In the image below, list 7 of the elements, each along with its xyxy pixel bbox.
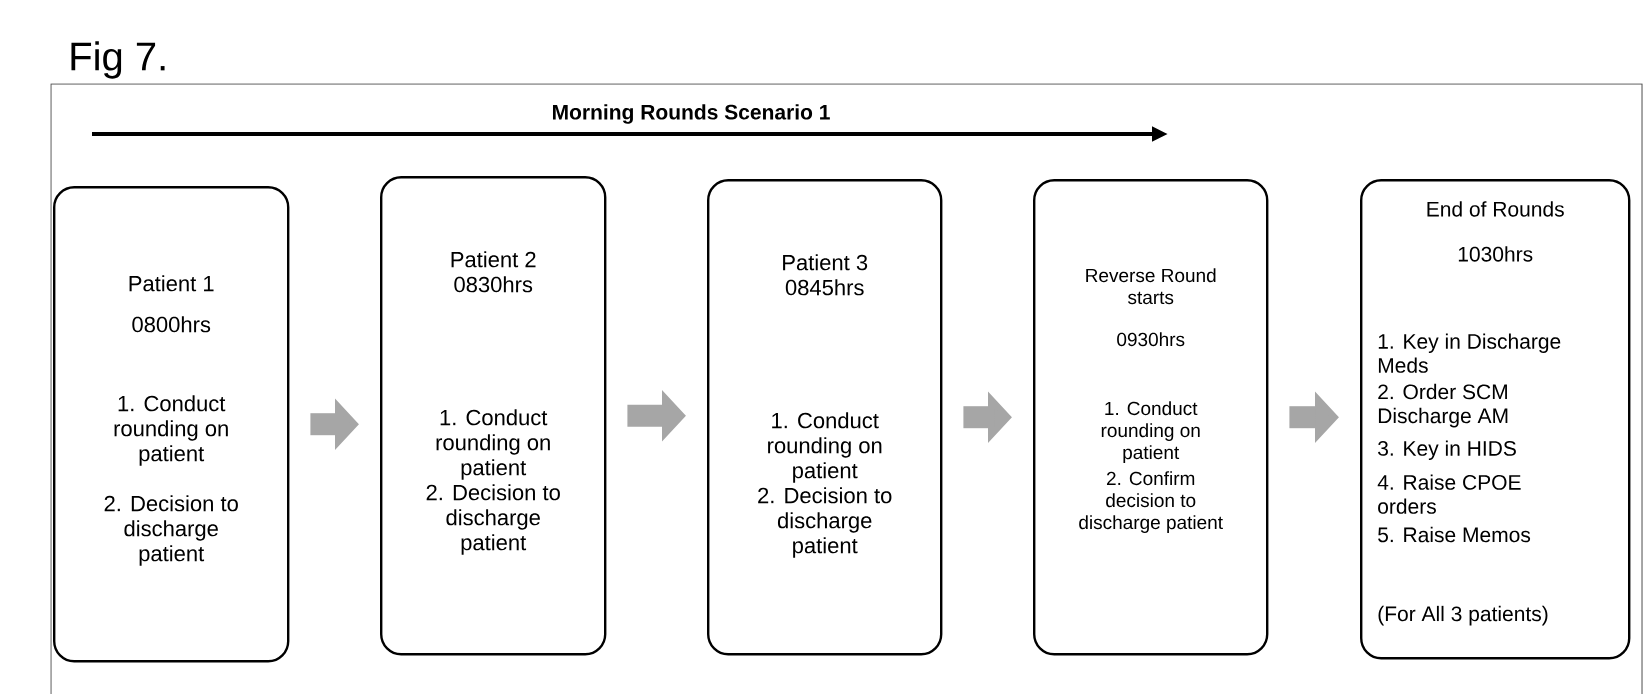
step-box: Patient 1 0800hrs 1. Conduct rounding on patient 2. Decision to discharge patient (53, 186, 290, 663)
step-box: Patient 2 0830hrs 1. Conduct rounding on patient 2. Decision to discharge patient (380, 176, 607, 656)
timeline-label: Morning Rounds Scenario 1 (553, 104, 830, 124)
step-box: Patient 3 0845hrs 1. Conduct rounding on patient 2. Decision to discharge patient (707, 179, 943, 656)
step-box: End of Rounds 1030hrs 1. Key in Discharge Meds 2. Order SCM Discharge AM 3. Key in HIDS 4. Raise CPOE orders 5. Raise Memos (For All 3 patients) (1360, 179, 1631, 660)
figure-title: Fig 7. (71, 41, 165, 79)
step-box: Reverse Round starts 0930hrs 1. Conduct rounding on patient 2. Confirm decision to discharge patient (1033, 179, 1269, 656)
